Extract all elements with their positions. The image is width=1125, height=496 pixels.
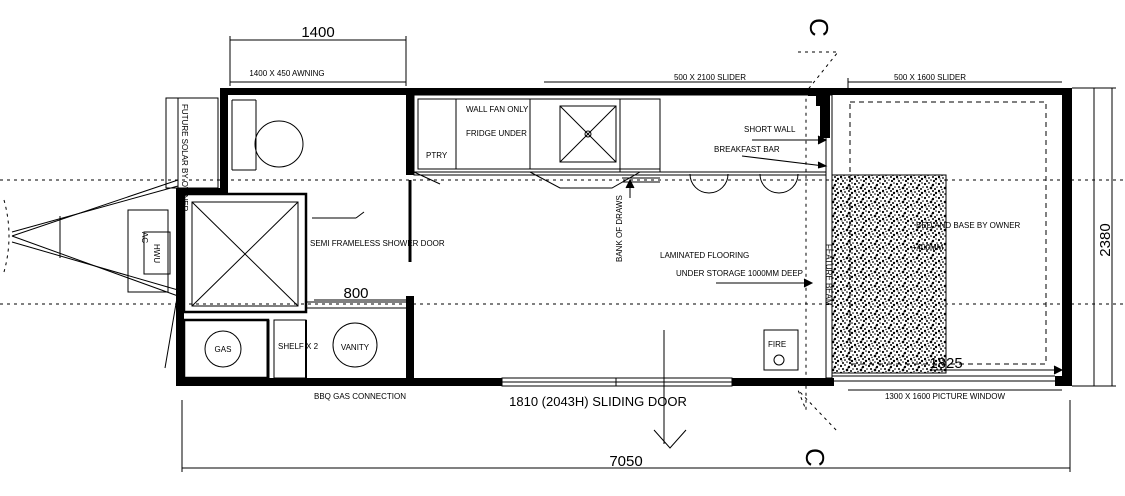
label-bank-of-draws: BANK OF DRAWS — [615, 195, 624, 262]
label-gas: GAS — [215, 345, 232, 354]
label-hwu: HWU — [152, 244, 161, 263]
label-laminated-flooring: LAMINATED FLOORING — [660, 251, 749, 260]
section-marker-bottom: C — [800, 448, 830, 467]
label-fridge: FRIDGE UNDER — [466, 129, 527, 138]
label-future-solar: FUTURE SOLAR BY OWNER — [180, 104, 189, 212]
dim-bed-width: 1825 — [929, 355, 962, 372]
dim-overall-width: 2380 — [1097, 223, 1114, 256]
label-bed: BED AND BASE BY OWNER — [916, 221, 1021, 230]
section-marker-top: C — [804, 18, 834, 37]
centre-lines — [0, 179, 1125, 305]
label-ac: AC — [140, 232, 149, 243]
label-bed-height: +400MM — [912, 243, 944, 252]
label-picture-window: 1300 X 1600 PICTURE WINDOW — [885, 392, 1005, 401]
kitchen — [413, 94, 828, 449]
label-pantry: PTRY — [426, 151, 448, 160]
label-bbq: BBQ GAS CONNECTION — [314, 392, 406, 401]
label-wall-fan: WALL FAN ONLY — [466, 105, 529, 114]
label-breakfast-bar: BREAKFAST BAR — [714, 145, 780, 154]
label-shelf: SHELF X 2 — [278, 342, 319, 351]
dimension-lines — [181, 36, 1116, 472]
label-shower-door: SEMI FRAMELESS SHOWER DOOR — [310, 239, 445, 248]
bedroom — [825, 94, 1064, 382]
label-sliding-door: 1810 (2043H) SLIDING DOOR — [509, 394, 687, 409]
label-slider-main: 500 X 2100 SLIDER — [674, 73, 746, 82]
dim-awning-width: 1400 — [301, 24, 334, 41]
label-under-storage: UNDER STORAGE 1000MM DEEP — [676, 269, 803, 278]
label-feature-beam: FEATURE BEAM — [824, 244, 833, 306]
dim-overall-length: 7050 — [609, 453, 642, 470]
label-slider-bedroom: 500 X 1600 SLIDER — [894, 73, 966, 82]
exterior-fixtures — [127, 97, 219, 293]
drawbar — [3, 179, 179, 369]
label-vanity: VANITY — [341, 343, 370, 352]
label-awning: 1400 X 450 AWNING — [249, 69, 324, 78]
label-short-wall: SHORT WALL — [744, 125, 796, 134]
bathroom — [182, 99, 412, 380]
label-fire: FIRE — [768, 340, 786, 349]
dim-shower-width: 800 — [343, 285, 368, 302]
